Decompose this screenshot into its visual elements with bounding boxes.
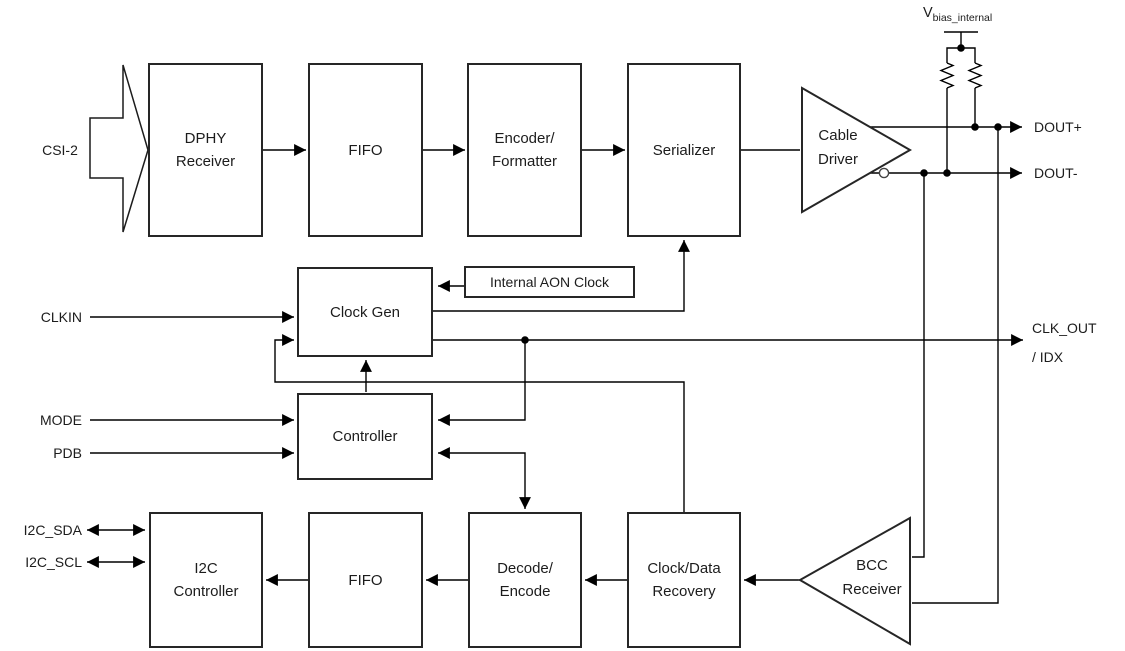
port-label-mode: MODE <box>40 412 82 428</box>
port-label-i2c-sda: I2C_SDA <box>23 522 82 538</box>
block-label: Clock/Data Recovery <box>647 560 721 600</box>
block-label: FIFO <box>348 141 383 159</box>
cable-driver-label: Cable Driver <box>818 127 858 168</box>
port-label-i2c-scl: I2C_SCL <box>25 554 82 570</box>
port-label-clkin: CLKIN <box>40 309 82 325</box>
bcc-receiver-label: BCC Receiver <box>842 557 902 598</box>
resistor-right-icon <box>967 62 983 89</box>
block-encoder-formatter: Encoder/ Formatter <box>467 63 582 237</box>
port-label-vbias-internal: Vbias_internal <box>923 5 992 24</box>
block-label: I2C Controller <box>173 560 239 600</box>
port-label-clk-out-idx: CLK_OUT / IDX <box>1032 320 1097 365</box>
block-fifo-top: FIFO <box>308 63 423 237</box>
block-controller: Controller <box>297 393 433 480</box>
block-internal-aon-clock: Internal AON Clock <box>464 266 635 298</box>
inversion-bubble-icon <box>878 167 890 179</box>
block-label: Clock Gen <box>329 303 401 321</box>
block-decode-encode: Decode/ Encode <box>468 512 582 648</box>
csi2-block-arrow-icon <box>89 64 149 233</box>
block-label: Internal AON Clock <box>489 274 610 290</box>
signal-wires <box>87 31 1023 604</box>
port-label-dout-minus: DOUT- <box>1034 165 1078 181</box>
vbias-main: V <box>923 5 933 21</box>
block-fifo-bottom: FIFO <box>308 512 423 648</box>
port-label-csi2: CSI-2 <box>42 142 78 158</box>
block-clock-gen: Clock Gen <box>297 267 433 357</box>
block-dphy-receiver: DPHY Receiver <box>148 63 263 237</box>
block-clock-data-recovery: Clock/Data Recovery <box>627 512 741 648</box>
bcc-receiver-triangle <box>797 516 911 646</box>
block-label: Encoder/ Formatter <box>491 130 557 170</box>
block-i2c-controller: I2C Controller <box>149 512 263 648</box>
port-label-dout-plus: DOUT+ <box>1034 119 1082 135</box>
block-label: Decode/ Encode <box>497 560 553 600</box>
junction-dots <box>521 44 1002 344</box>
resistor-left-icon <box>939 62 955 89</box>
vbias-subscript: bias_internal <box>932 11 993 24</box>
block-serializer: Serializer <box>627 63 741 237</box>
block-label: DPHY Receiver <box>175 130 236 170</box>
cable-driver-triangle <box>801 86 913 214</box>
port-label-pdb: PDB <box>53 445 82 461</box>
block-label: Serializer <box>652 141 716 159</box>
block-label: FIFO <box>348 571 383 589</box>
block-label: Controller <box>332 428 398 445</box>
